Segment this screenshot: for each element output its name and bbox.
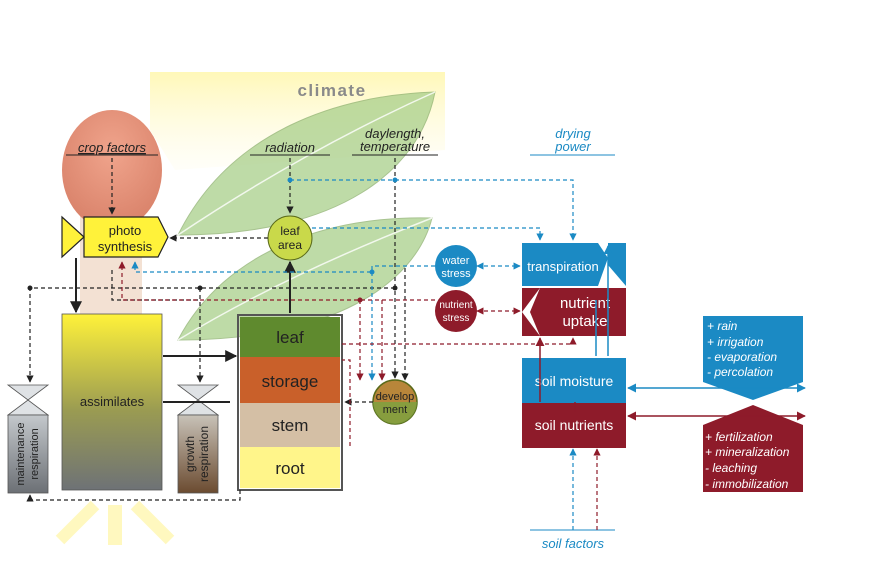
svg-text:respiration: respiration [197,426,211,482]
nutrient-balance-box: + fertilization + mineralization - leach… [703,405,803,492]
svg-text:stress: stress [443,313,470,324]
crop-factors-bulb [62,110,162,230]
organ-column: leaf storage stem root [237,314,343,491]
svg-text:nutrient: nutrient [439,300,473,311]
soil-moisture-box: soil moisture [522,358,626,403]
nutrient-balance-item: - leaching [705,461,757,475]
leaf-area-node: leaf area [267,215,313,261]
organ-root-label: root [275,459,305,478]
daylength-label: daylength, [365,126,425,141]
temperature-label: temperature [360,139,430,154]
svg-text:stress: stress [441,268,471,280]
crop-factors-label: crop factors [78,140,146,155]
nutrient-stress-node: nutrient stress [435,290,477,332]
water-balance-item: - evaporation [707,350,777,364]
soil-nutrients-box: soil nutrients [522,403,626,448]
photosynthesis-box: photo synthesis [61,215,169,259]
organ-stem [240,403,340,447]
nutrient-balance-item: - immobilization [705,477,789,491]
svg-text:transpiration: transpiration [527,259,599,274]
organ-storage-label: storage [262,372,319,391]
development-node: develop ment [372,379,418,425]
svg-text:assimilates: assimilates [80,394,145,409]
nutrient-flows-solid [535,337,806,421]
svg-text:maintenance: maintenance [15,423,27,486]
nutrient-uptake-box: nutrient uptake [522,288,626,336]
nutrient-flows [118,261,601,530]
water-balance-item: + irrigation [707,335,764,349]
growth-respiration-box: growth respiration [176,384,220,494]
assimilates-box: assimilates [61,313,163,491]
svg-text:synthesis: synthesis [98,239,153,254]
svg-text:soil nutrients: soil nutrients [535,417,614,433]
nutrient-balance-item: + fertilization [705,430,773,444]
water-balance-box: + rain + irrigation - evaporation - perc… [703,316,803,400]
water-balance-item: - percolation [707,365,773,379]
transpiration-box: transpiration [522,243,626,286]
svg-text:uptake: uptake [562,313,607,330]
drying-label: drying [555,126,591,141]
svg-text:develop: develop [376,391,415,403]
svg-text:water: water [442,255,470,267]
power-label: power [554,139,591,154]
organ-root [240,447,340,488]
radiation-label: radiation [265,140,315,155]
svg-text:area: area [278,238,302,252]
organ-leaf-label: leaf [276,328,304,347]
root-glow [55,500,175,545]
water-flows [131,179,577,530]
water-flows-solid [595,245,806,393]
climate-title: climate [297,81,366,100]
organ-leaf [240,317,340,357]
svg-text:ment: ment [383,404,407,416]
maintenance-respiration-box: maintenance respiration [6,384,50,494]
water-stress-node: water stress [435,245,477,287]
nutrient-balance-item: + mineralization [705,445,790,459]
svg-text:nutrient: nutrient [560,295,611,312]
organ-stem-label: stem [272,416,309,435]
svg-text:growth: growth [183,436,197,472]
organ-storage [240,357,340,403]
svg-text:soil moisture: soil moisture [535,373,614,389]
leaf-upper [177,91,436,236]
svg-text:photo: photo [109,223,142,238]
svg-text:leaf: leaf [280,224,300,238]
svg-text:respiration: respiration [29,428,41,479]
water-balance-item: + rain [707,319,738,333]
soil-factors-label: soil factors [542,536,605,551]
